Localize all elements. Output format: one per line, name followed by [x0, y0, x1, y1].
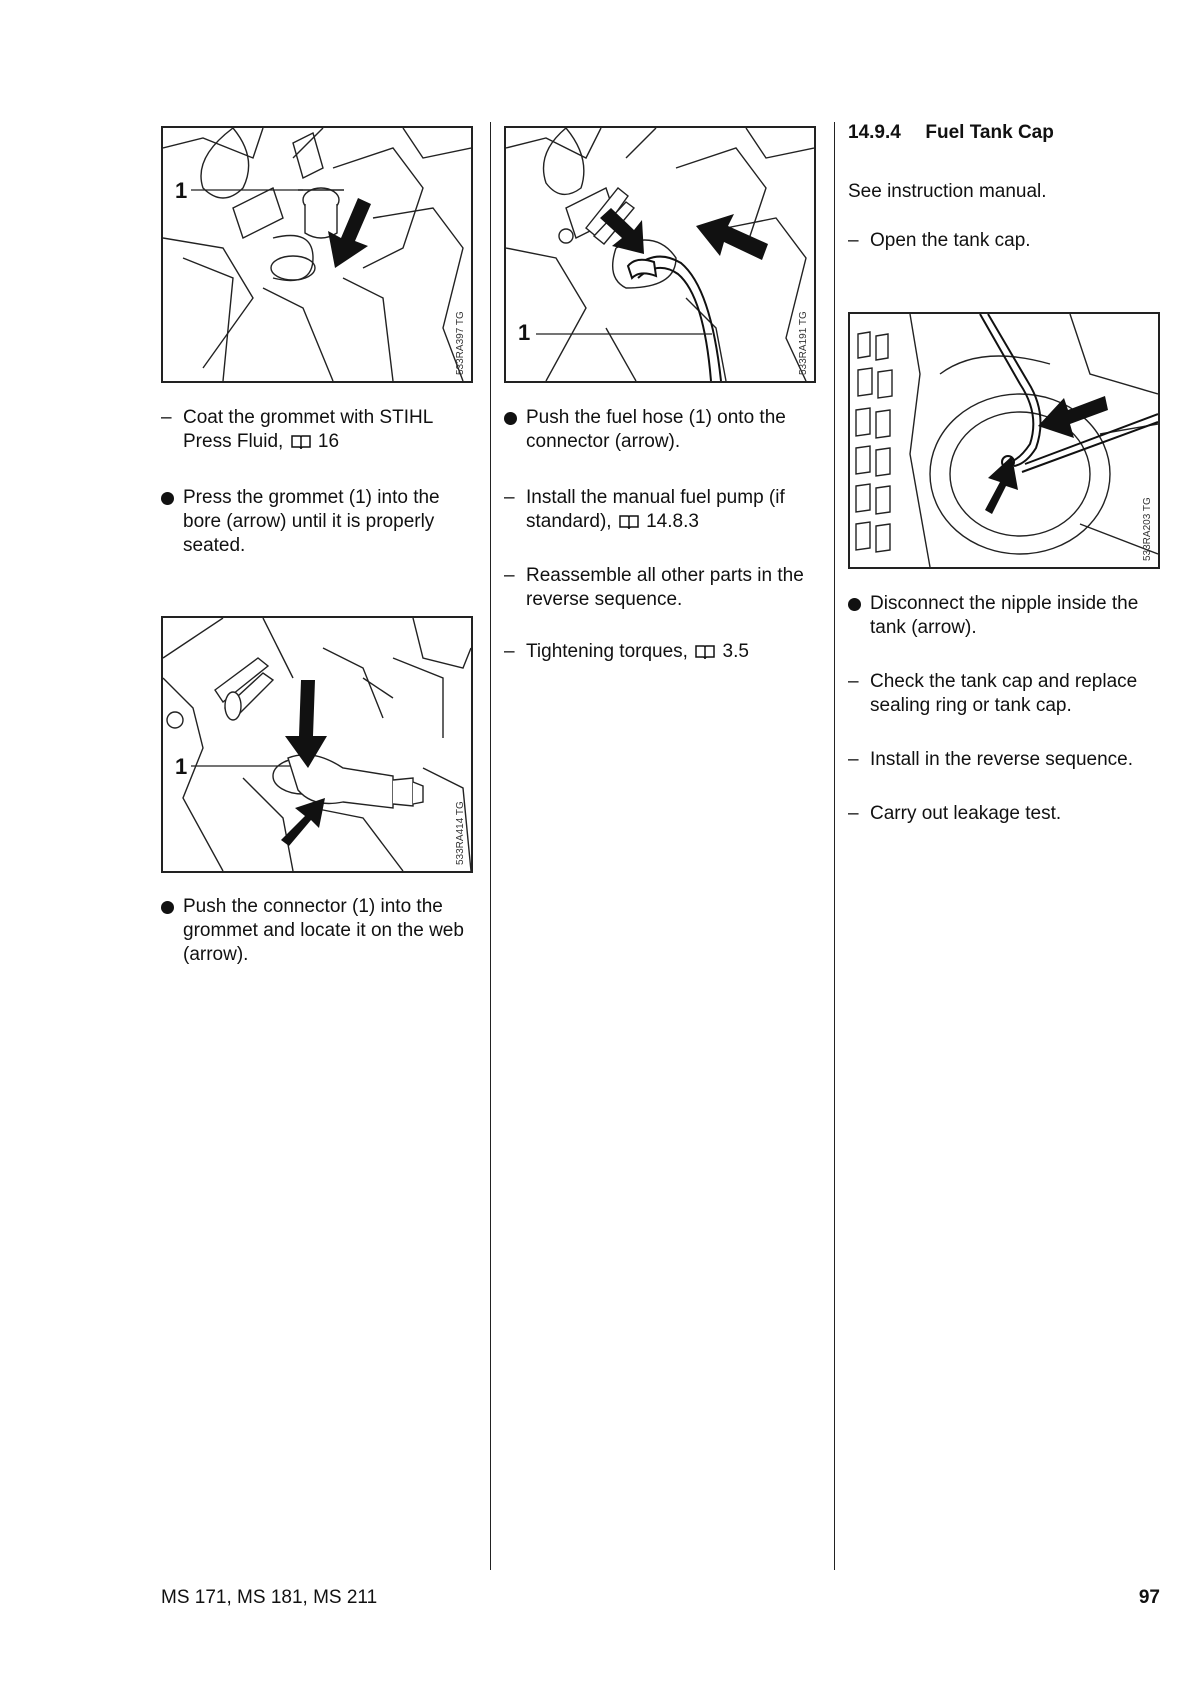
- dash-marker: –: [504, 487, 515, 508]
- fuel-hose-illustration: [506, 128, 814, 381]
- dash-marker: –: [504, 641, 515, 662]
- figure-code: 533RA203 TG: [1142, 497, 1153, 561]
- dash-marker: –: [848, 803, 859, 824]
- book-reference-icon: [695, 645, 715, 660]
- book-reference-icon: [290, 435, 311, 450]
- page-number: 97: [1138, 1587, 1160, 1608]
- dash-marker: –: [848, 230, 859, 251]
- section-reference: 3.5: [722, 641, 749, 662]
- tank-nipple-illustration: [855, 314, 1158, 567]
- step-text: Push the connector (1) into the grommet …: [183, 896, 464, 965]
- step-text: Push the fuel hose (1) onto the connecto…: [526, 407, 786, 452]
- column-divider-left: [490, 122, 491, 1570]
- bullet-marker: [504, 406, 524, 432]
- figure-callout-1: 1: [518, 320, 531, 345]
- figure-code: 533RA414 TG: [455, 801, 466, 865]
- step-text: Carry out leakage test.: [870, 803, 1062, 824]
- figure-fuel-hose: 1 533RA191 TG: [504, 126, 816, 383]
- figure-connector-insertion: 1 533RA414 TG: [161, 616, 473, 873]
- step-text: Install in the reverse sequence.: [870, 749, 1133, 770]
- section-number: 14.9.4: [848, 122, 901, 143]
- section-reference: 14.8.3: [646, 511, 699, 532]
- step-text: Install the manual fuel pump (if standar…: [526, 487, 785, 532]
- book-reference-icon: [619, 515, 639, 530]
- step-text: Open the tank cap.: [870, 230, 1031, 251]
- intro-text: See instruction manual.: [848, 181, 1047, 202]
- dash-marker: –: [161, 407, 172, 428]
- step-text: Tightening torques,: [526, 641, 688, 662]
- step-text: Disconnect the nipple inside the tank (a…: [870, 593, 1139, 638]
- figure-grommet-insertion: 1 533RA397 TG: [161, 126, 473, 383]
- step-text: Reassemble all other parts in the revers…: [526, 565, 804, 610]
- column-divider-right: [834, 122, 835, 1570]
- section-title: Fuel Tank Cap: [925, 122, 1054, 143]
- figure-callout-1: 1: [175, 754, 188, 779]
- dash-marker: –: [504, 565, 515, 586]
- footer-models: MS 171, MS 181, MS 211: [161, 1587, 378, 1608]
- step-text: Check the tank cap and replace sealing r…: [870, 671, 1138, 716]
- figure-callout-1: 1: [175, 178, 188, 203]
- bullet-marker: [161, 895, 181, 921]
- dash-marker: –: [848, 671, 859, 692]
- figure-tank-nipple: 533RA203 TG: [848, 312, 1160, 569]
- step-text: Press the grommet (1) into the bore (arr…: [183, 487, 440, 556]
- figure-code: 533RA397 TG: [455, 311, 466, 375]
- page-reference: 16: [317, 431, 340, 452]
- step-text: Coat the grommet with STIHL Press Fluid,: [183, 407, 433, 452]
- figure-code: 533RA191 TG: [798, 311, 809, 375]
- bullet-marker: [161, 486, 181, 512]
- bullet-marker: [848, 592, 868, 618]
- connector-illustration: [163, 618, 471, 871]
- dash-marker: –: [848, 749, 859, 770]
- section-heading: 14.9.4 Fuel Tank Cap: [848, 122, 1054, 144]
- grommet-illustration: [163, 128, 471, 381]
